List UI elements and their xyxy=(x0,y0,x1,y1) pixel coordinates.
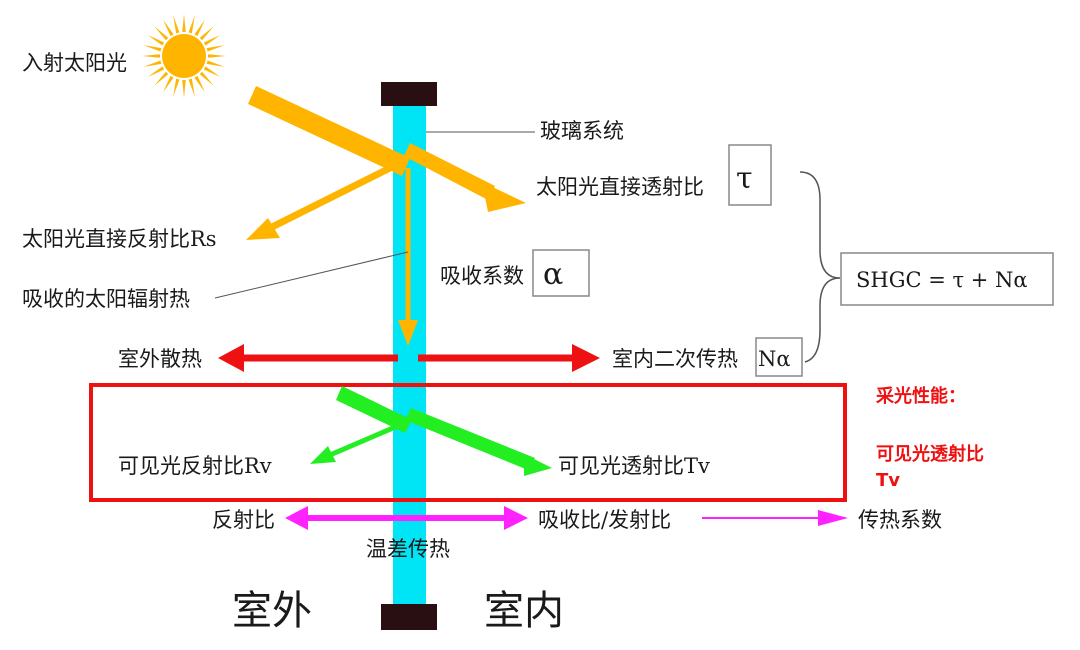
daylighting-highlight-box xyxy=(89,383,847,502)
absorptance-emittance-label: 吸收比/发射比 xyxy=(538,508,671,532)
transmitted-solar-beam xyxy=(404,143,495,200)
thermal-arrow-right-head xyxy=(504,506,528,530)
indoor-label: 室内 xyxy=(484,588,564,634)
n-alpha-symbol: Nα xyxy=(758,347,791,371)
thermal-arrow-left-head xyxy=(285,506,308,530)
sun-ray xyxy=(188,15,195,34)
absorbed-solar-arrow xyxy=(398,320,418,346)
sun-ray xyxy=(206,60,225,67)
sun-ray xyxy=(199,26,214,41)
shgc-box xyxy=(840,252,1054,306)
sun-ray xyxy=(142,54,161,58)
visible-reflectance-label: 可见光反射比Rv xyxy=(118,454,272,478)
sun-rays xyxy=(142,14,226,98)
shgc-formula: SHGC = τ + Nα xyxy=(856,268,1028,292)
sun-ray xyxy=(182,79,186,98)
sun-ray xyxy=(143,60,162,67)
sun-ray xyxy=(203,35,221,46)
transmitted-solar-arrow xyxy=(482,182,526,212)
outdoor-heat-dissipation-label: 室外散热 xyxy=(118,347,202,371)
visible-transmitted-arrow xyxy=(524,454,552,476)
visible-transmittance-label: 可见光透射比Tv xyxy=(558,454,710,478)
outdoor-label: 室外 xyxy=(232,588,312,634)
sun-ray xyxy=(194,19,205,37)
glass-bottom-cap xyxy=(381,604,437,630)
n-alpha-box xyxy=(755,337,803,377)
absorption-coefficient-label: 吸收系数 xyxy=(440,264,524,288)
sun-ray xyxy=(207,54,226,58)
sun-ray xyxy=(182,14,186,33)
heat-transfer-coefficient-arrow-head xyxy=(818,510,848,526)
glass-top-cap xyxy=(381,82,437,106)
alpha-symbol: α xyxy=(543,257,563,292)
sun-ray xyxy=(154,71,169,86)
sun-ray xyxy=(163,19,174,37)
alpha-box xyxy=(532,249,590,297)
solar-direct-reflectance-label: 太阳光直接反射比Rs xyxy=(22,227,217,251)
sun-disc xyxy=(162,34,206,78)
shgc-curly-brace xyxy=(799,171,841,363)
sun-ray xyxy=(199,71,214,86)
side-visible-transmittance-line2: Tv xyxy=(876,470,900,491)
sun-ray xyxy=(203,66,221,77)
sun-ray xyxy=(173,78,180,97)
sun-icon xyxy=(142,14,226,98)
side-visible-transmittance-line1: 可见光透射比 xyxy=(876,443,984,465)
visible-transmitted-beam xyxy=(405,408,535,470)
reflected-solar-arrow xyxy=(246,218,280,240)
sun-ray xyxy=(147,66,165,77)
outdoor-heat-arrow-head xyxy=(218,344,244,372)
indoor-secondary-heat-transfer-label: 室内二次传热 xyxy=(612,347,738,371)
absorbed-solar-heat-label: 吸收的太阳辐射热 xyxy=(22,287,190,311)
glass-system-label: 玻璃系统 xyxy=(540,119,624,143)
temperature-difference-label: 温差传热 xyxy=(366,537,450,561)
sun-ray xyxy=(173,15,180,34)
visible-incident-beam xyxy=(336,386,412,433)
tau-box xyxy=(728,144,772,206)
sun-ray xyxy=(147,35,165,46)
indoor-heat-arrow-head xyxy=(572,344,600,372)
sun-ray xyxy=(206,45,225,52)
sun-ray xyxy=(188,78,195,97)
absorbed-heat-leader-line xyxy=(214,251,409,299)
visible-reflected-arrow xyxy=(310,446,336,464)
reflected-solar-beam xyxy=(268,158,404,232)
solar-direct-transmittance-label: 太阳光直接透射比 xyxy=(536,175,704,199)
reflectance-label: 反射比 xyxy=(212,508,275,532)
sun-ray xyxy=(194,75,205,93)
heat-transfer-coefficient-label: 传热系数 xyxy=(858,508,942,532)
daylighting-performance-heading: 采光性能： xyxy=(875,385,966,407)
sun-ray xyxy=(143,45,162,52)
sun-ray xyxy=(154,26,169,41)
incident-solar-beam xyxy=(248,86,410,176)
sun-ray xyxy=(163,75,174,93)
tau-symbol: τ xyxy=(736,161,753,196)
visible-reflected-beam xyxy=(329,422,401,458)
incident-sunlight-label: 入射太阳光 xyxy=(22,51,127,75)
